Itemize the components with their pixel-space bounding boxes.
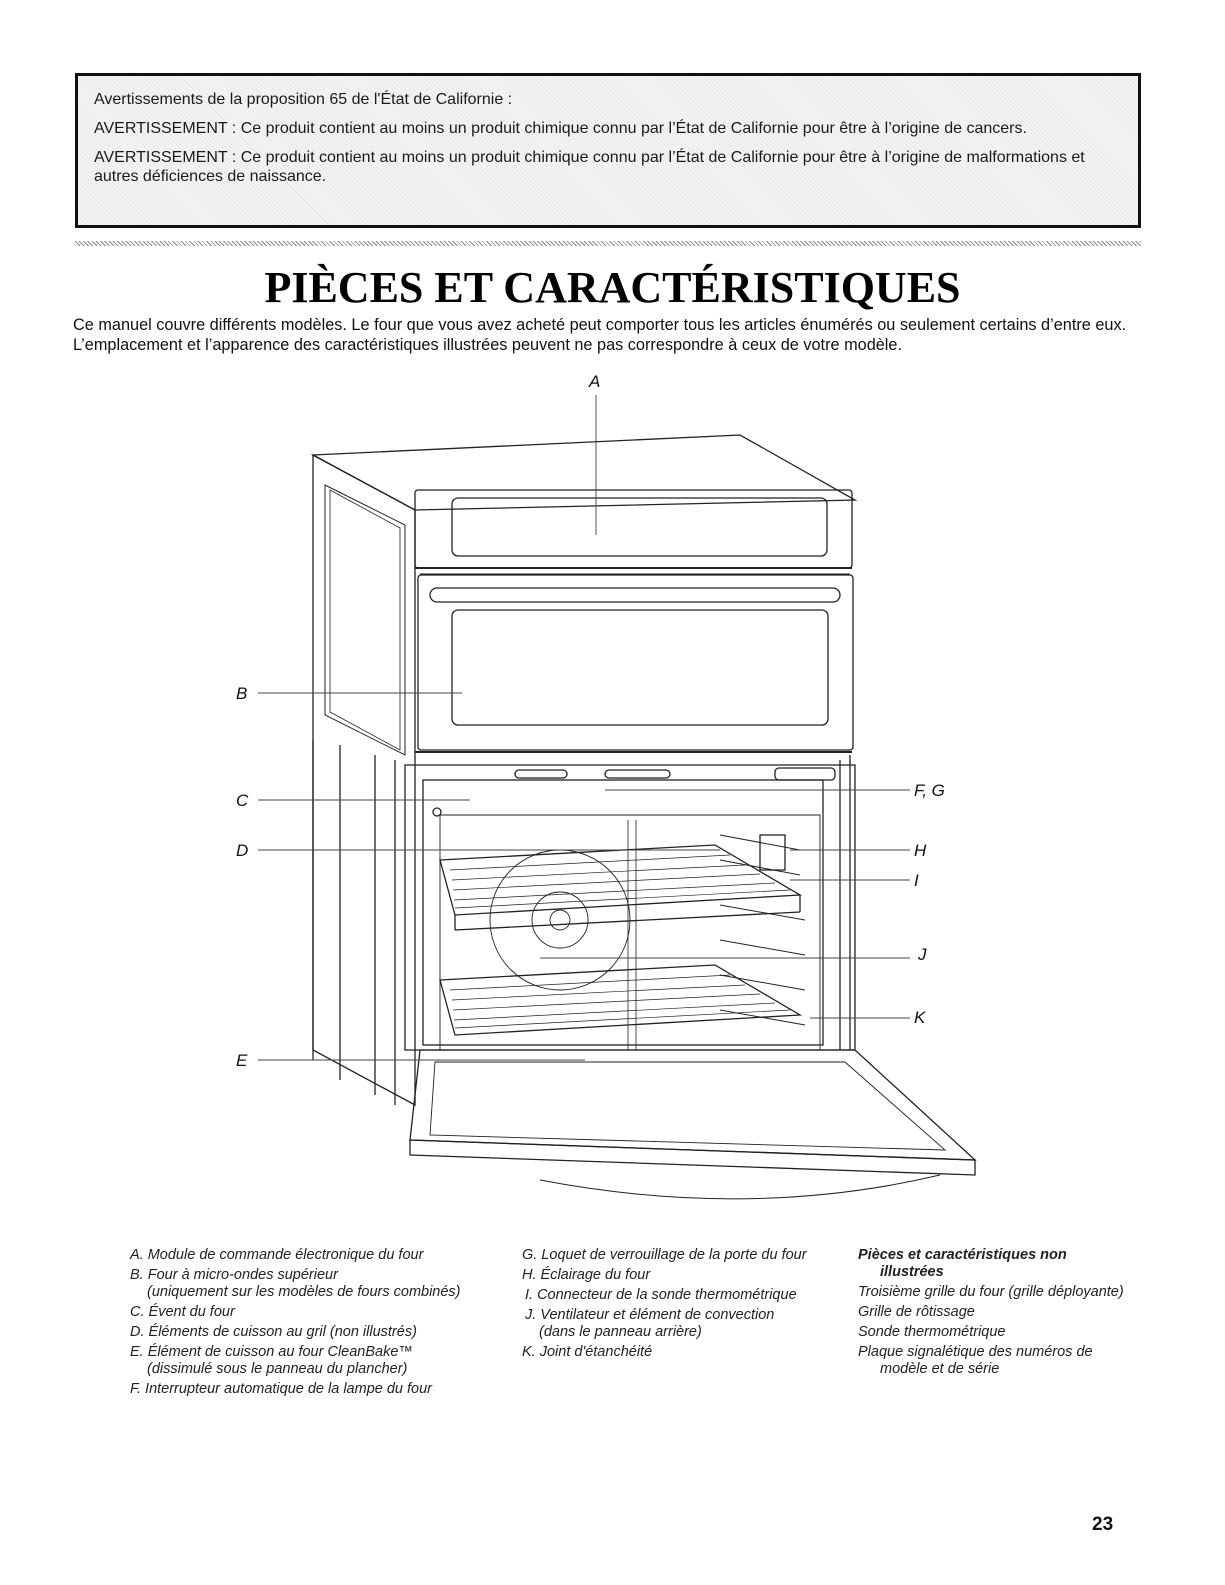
callout-j: J xyxy=(918,945,927,964)
warning-heading: Avertissements de la proposition 65 de l… xyxy=(94,91,513,108)
convection-fan xyxy=(489,849,631,991)
callout-c: C xyxy=(236,791,249,810)
oven-diagram xyxy=(258,395,977,1200)
legend-item-d: D. Éléments de cuisson au gril (non illu… xyxy=(130,1324,417,1340)
legend-item-c: C. Évent du four xyxy=(130,1304,235,1320)
legend-extra-item: Plaque signalétique des numéros de xyxy=(858,1344,1093,1360)
legend-item-f: F. Interrupteur automatique de la lampe … xyxy=(130,1381,433,1397)
warning-cancer: AVERTISSEMENT : Ce produit contient au m… xyxy=(94,120,1027,137)
legend-item-b: B. Four à micro-ondes supérieur (uniquem… xyxy=(130,1267,510,1301)
prop65-warning-box: Avertissements de la proposition 65 de l… xyxy=(75,73,1141,228)
warning-birth-defects: AVERTISSEMENT : Ce produit contient au m… xyxy=(94,149,1085,185)
legend-item-i: I. Connecteur de la sonde thermométrique xyxy=(525,1287,797,1303)
upper-oven-rack xyxy=(439,844,803,916)
legend-extra-item: Troisième grille du four (grille déploya… xyxy=(858,1284,1124,1300)
legend-extra-item-cont: modèle et de série xyxy=(880,1361,1000,1377)
legend-item-j-sub: (dans le panneau arrière) xyxy=(539,1324,702,1340)
callout-e: E xyxy=(236,1051,248,1070)
legend-item-h: H. Éclairage du four xyxy=(522,1267,651,1283)
page-title: PIÈCES ET CARACTÉRISTIQUES xyxy=(264,263,961,312)
legend-item-k: K. Joint d'étanchéité xyxy=(522,1344,653,1360)
legend-column-3: Pièces et caractéristiques non illustrée… xyxy=(858,1247,1158,1378)
callout-d: D xyxy=(236,841,249,860)
section-divider xyxy=(75,241,1141,246)
legend-item-g: G. Loquet de verrouillage de la porte du… xyxy=(522,1247,807,1263)
oven-light xyxy=(759,834,786,871)
legend-extra-item: Grille de rôtissage xyxy=(858,1304,975,1320)
legend-item-b-text: B. Four à micro-ondes supérieur xyxy=(130,1267,338,1283)
legend-extra-item: Sonde thermométrique xyxy=(858,1324,1006,1340)
callout-h: H xyxy=(914,841,927,860)
legend-item-e-text: E. Élément de cuisson au four CleanBake™ xyxy=(130,1344,413,1360)
legend-item-e-sub: (dissimulé sous le panneau du plancher) xyxy=(147,1361,408,1377)
callout-fg: F, G xyxy=(914,781,945,800)
lower-oven-rack xyxy=(439,964,803,1036)
callout-k: K xyxy=(914,1008,926,1027)
legend-nonillustrated-heading-2: illustrées xyxy=(880,1264,944,1280)
legend-item-a: A. Module de commande électronique du fo… xyxy=(130,1247,424,1263)
microwave-handle xyxy=(429,587,841,603)
legend-column-1: A. Module de commande électronique du fo… xyxy=(130,1247,510,1401)
legend-item-b-sub: (uniquement sur les modèles de fours com… xyxy=(147,1284,461,1300)
legend-column-2: G. Loquet de verrouillage de la porte du… xyxy=(522,1247,852,1364)
callout-b: B xyxy=(236,684,248,703)
callout-i: I xyxy=(914,871,919,890)
callout-a: A xyxy=(589,372,601,391)
legend-item-j: J. Ventilateur et élément de convection … xyxy=(522,1307,852,1341)
legend-nonillustrated-heading: Pièces et caractéristiques non xyxy=(858,1247,1067,1263)
legend-item-j-text: J. Ventilateur et élément de convection xyxy=(525,1307,775,1323)
intro-paragraph: Ce manuel couvre différents modèles. Le … xyxy=(73,316,1127,354)
legend-item-e: E. Élément de cuisson au four CleanBake™… xyxy=(130,1344,510,1378)
page-number: 23 xyxy=(1092,1514,1114,1535)
microwave-door xyxy=(417,574,854,751)
